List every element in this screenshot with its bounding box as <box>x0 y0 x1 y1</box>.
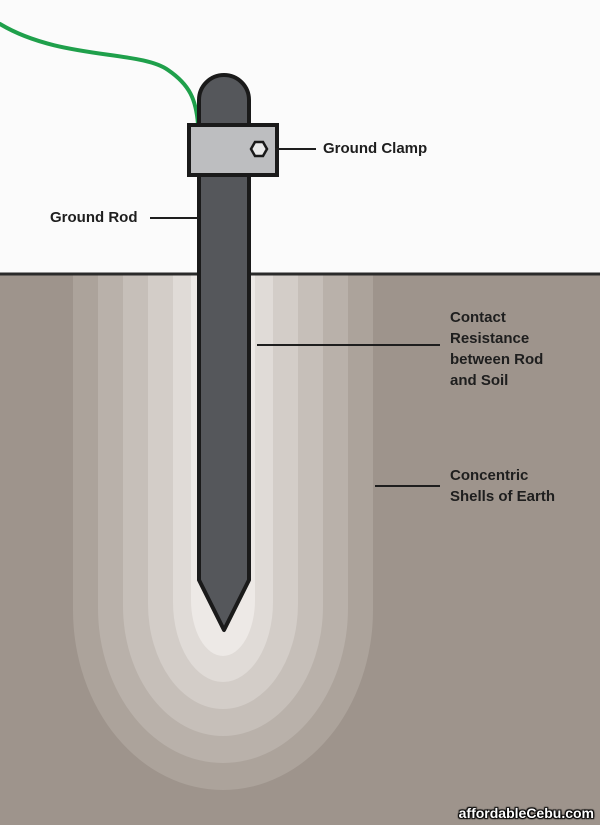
hex-nut-icon <box>249 140 269 158</box>
watermark: affordableCebu.com <box>458 805 594 821</box>
concentric-shells-label: Concentric Shells of Earth <box>450 467 556 505</box>
ground-rod <box>197 73 251 632</box>
sky-background <box>0 0 600 274</box>
ground-wire <box>0 22 200 126</box>
contact-resistance-label: Contact Resistance between Rod and Soil <box>450 309 544 389</box>
ground-rod-label: Ground Rod <box>50 209 138 226</box>
ground-clamp-label: Ground Clamp <box>323 140 428 157</box>
